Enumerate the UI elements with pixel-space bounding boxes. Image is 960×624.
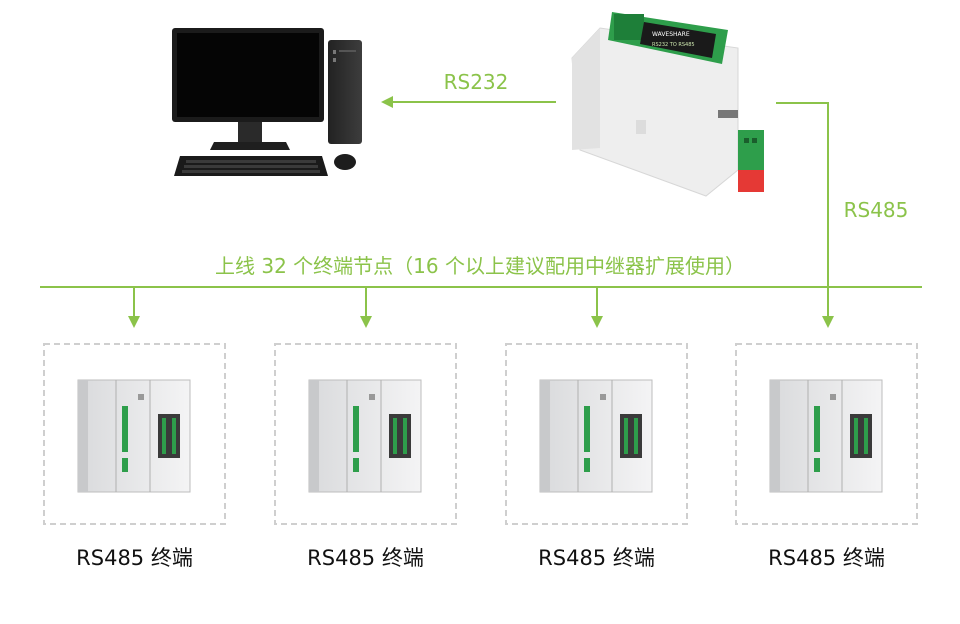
rs485-terminal-device-icon: [539, 379, 653, 493]
terminal-label: RS485 终端: [76, 546, 193, 570]
terminal-frame: [43, 343, 226, 525]
rs485-terminal-device-icon: [308, 379, 422, 493]
terminal-node: RS485 终端: [735, 343, 918, 570]
device-brand-text: WAVESHARE: [652, 31, 690, 38]
terminal-frame: [735, 343, 918, 525]
bus-caption: 上线 32 个终端节点（16 个以上建议配用中继器扩展使用）: [215, 254, 745, 278]
rs485-terminal-device-icon: [769, 379, 883, 493]
desktop-computer-icon: [172, 28, 362, 176]
terminal-node: RS485 终端: [43, 343, 226, 570]
converter-device-icon: WAVESHARE RS232 TO RS485: [571, 12, 764, 197]
device-model-text: RS232 TO RS485: [652, 42, 695, 48]
terminal-nodes: RS485 终端 RS485 终端 RS485 终端 RS485 终端: [43, 343, 918, 570]
terminal-label: RS485 终端: [538, 546, 655, 570]
terminal-frame: [274, 343, 457, 525]
connection-lines: [40, 96, 922, 328]
terminal-label: RS485 终端: [307, 546, 424, 570]
terminal-frame: [505, 343, 688, 525]
terminal-label: RS485 终端: [768, 546, 885, 570]
rs485-label: RS485: [844, 198, 909, 222]
terminal-node: RS485 终端: [505, 343, 688, 570]
terminal-node: RS485 终端: [274, 343, 457, 570]
rs485-link: [776, 102, 834, 328]
rs232-label: RS232: [444, 70, 509, 94]
rs485-terminal-device-icon: [77, 379, 191, 493]
